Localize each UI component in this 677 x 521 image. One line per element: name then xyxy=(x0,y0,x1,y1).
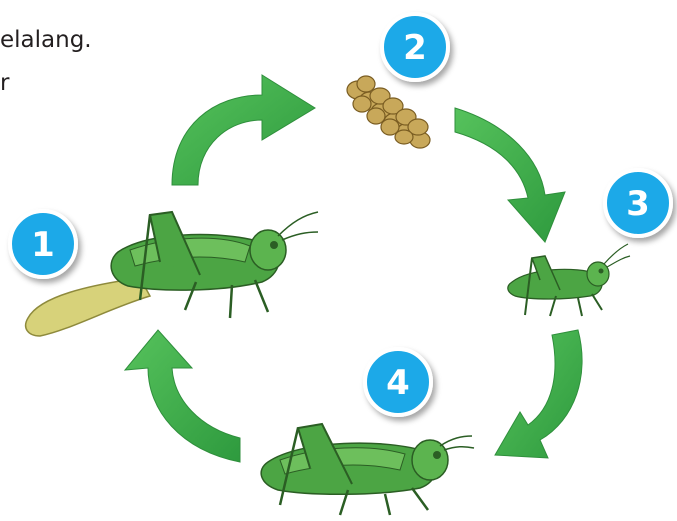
cycle-arrow-4-to-1 xyxy=(125,330,240,462)
cycle-arrow-3-to-4 xyxy=(495,330,582,458)
step-badge-4: 4 xyxy=(365,349,431,415)
stage-4-adult-grasshopper xyxy=(261,424,474,515)
stage-2-eggs xyxy=(347,76,430,148)
step-badge-3: 3 xyxy=(605,170,671,236)
cycle-arrow-1-to-2 xyxy=(172,75,315,185)
step-number-4: 4 xyxy=(386,363,410,403)
step-badge-1: 1 xyxy=(10,211,76,277)
step-badge-2: 2 xyxy=(382,14,448,80)
step-number-2: 2 xyxy=(403,28,427,68)
step-number-3: 3 xyxy=(626,184,650,224)
stage-3-nymph xyxy=(508,244,630,316)
step-number-1: 1 xyxy=(31,225,55,265)
cycle-arrow-2-to-3 xyxy=(455,108,565,242)
